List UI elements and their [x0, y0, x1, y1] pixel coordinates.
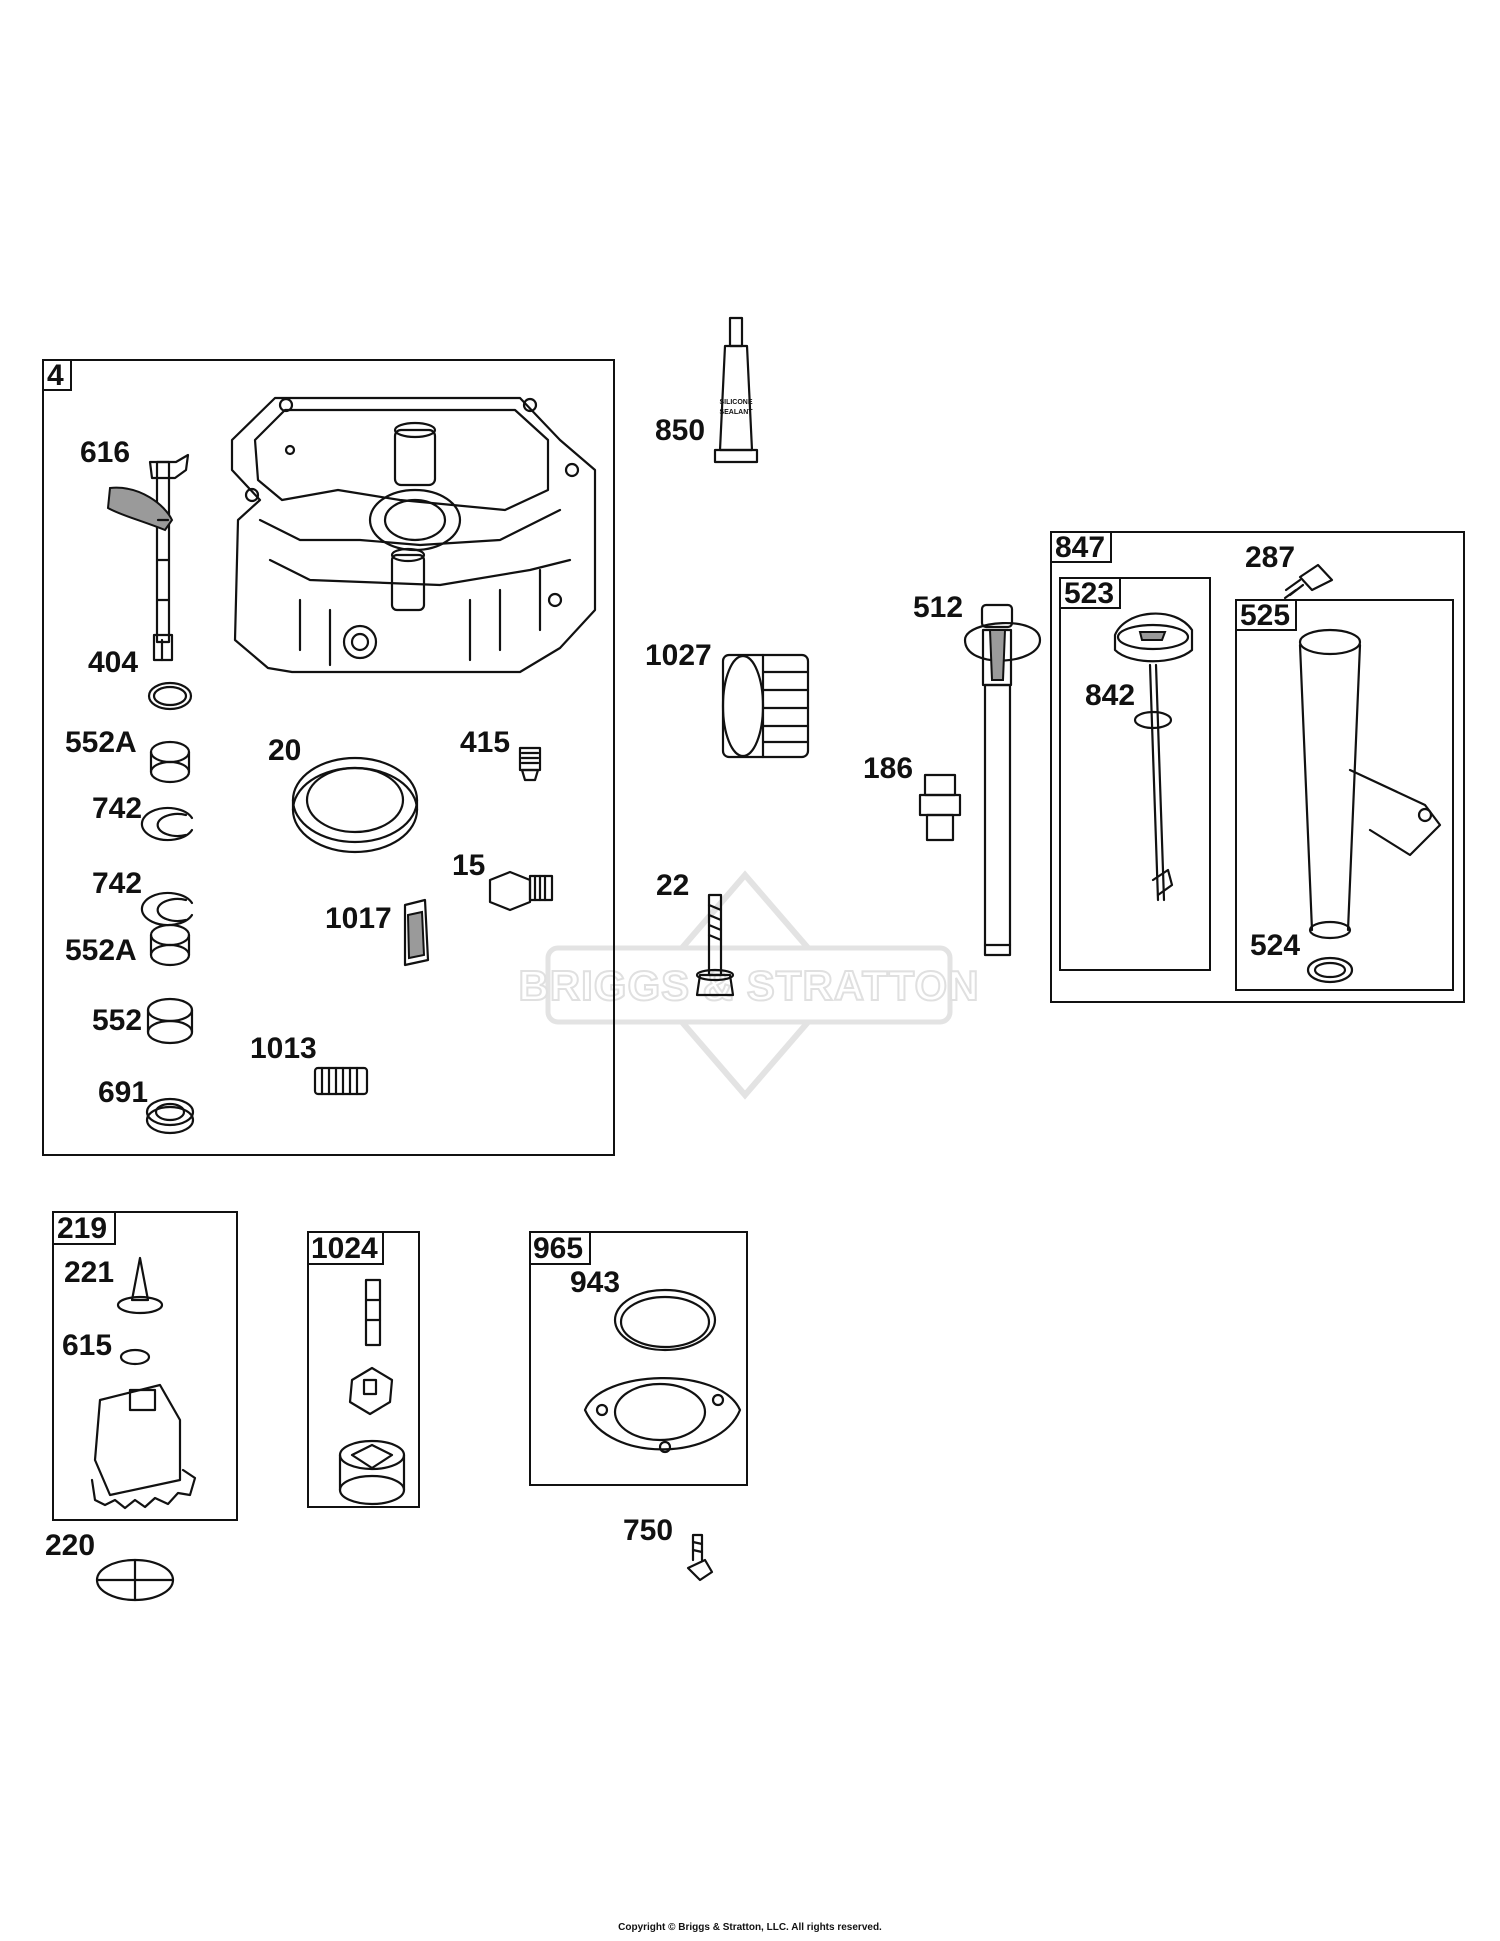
clip-1017	[403, 898, 430, 967]
crankcase-sump-drawing	[230, 396, 597, 674]
assembly-box-523: 523	[1059, 577, 1211, 971]
ring-615	[119, 1348, 151, 1366]
o-ring-943	[613, 1288, 717, 1352]
sealant-label-line1: SILICONE	[719, 399, 752, 406]
label-186: 186	[863, 752, 913, 785]
oil-filter-1027	[721, 653, 810, 759]
fill-tube-524	[1298, 628, 1442, 984]
label-943: 943	[570, 1266, 620, 1299]
label-15: 15	[452, 849, 485, 882]
ring-404	[147, 681, 193, 711]
label-842: 842	[1085, 679, 1135, 712]
inner-rotor	[348, 1366, 394, 1416]
assembly-label-219: 219	[57, 1212, 107, 1245]
screw-287	[1283, 563, 1334, 600]
washer-220	[95, 1558, 175, 1602]
label-512: 512	[913, 591, 963, 624]
label-850: 850	[655, 414, 705, 447]
assembly-label-4: 4	[47, 359, 64, 392]
assembly-label-525: 525	[1240, 599, 1290, 632]
label-750: 750	[623, 1514, 673, 1547]
dipstick-tube-512	[963, 603, 1042, 957]
plug-415	[518, 746, 542, 782]
e-clip-742-2	[140, 891, 194, 927]
assembly-box-525: 525	[1235, 599, 1454, 991]
governor-gear	[90, 1383, 197, 1510]
assembly-box-219: 219	[52, 1211, 238, 1521]
label-742-2: 742	[92, 867, 142, 900]
watermark-text: BRIGGS & STRATTON	[518, 962, 979, 1009]
label-287: 287	[1245, 541, 1295, 574]
bolt-22	[695, 893, 735, 997]
seal-691	[145, 1097, 195, 1135]
pump-cover	[583, 1377, 742, 1454]
label-1027: 1027	[645, 639, 712, 672]
assembly-box-965: 965	[529, 1231, 748, 1486]
oil-seal-20	[291, 756, 419, 854]
bushing-552	[146, 997, 194, 1045]
spring-1013	[313, 1066, 369, 1096]
bushing-552a-1	[149, 740, 191, 784]
label-615: 615	[62, 1329, 112, 1362]
label-220: 220	[45, 1529, 95, 1562]
e-clip-742-1	[140, 806, 194, 842]
label-691: 691	[98, 1076, 148, 1109]
sealant-tube-850: SILICONE SEALANT	[713, 316, 759, 464]
label-524: 524	[1250, 929, 1300, 962]
label-22: 22	[656, 869, 689, 902]
label-1017: 1017	[325, 902, 392, 935]
pin-221	[116, 1256, 164, 1315]
part-labels: 616 404 552A 742 742 552A 552 691 20 415…	[45, 414, 1300, 1562]
label-221: 221	[64, 1256, 114, 1289]
assembly-box-847: 847	[1050, 531, 1465, 1003]
copyright-footer: Copyright © Briggs & Stratton, LLC. All …	[618, 1922, 882, 1933]
adapter-186	[918, 773, 962, 842]
outer-rotor	[338, 1439, 406, 1506]
drain-plug-15	[488, 870, 554, 912]
governor-shaft-616	[106, 453, 190, 662]
label-552a-2: 552A	[65, 934, 137, 967]
bushing-552a-2	[149, 923, 191, 967]
sealant-label-line2: SEALANT	[719, 409, 753, 416]
label-552: 552	[92, 1004, 142, 1037]
label-742-1: 742	[92, 792, 142, 825]
label-1013: 1013	[250, 1032, 317, 1065]
assembly-label-847: 847	[1055, 531, 1105, 564]
label-404: 404	[88, 646, 138, 679]
label-415: 415	[460, 726, 510, 759]
label-20: 20	[268, 734, 301, 767]
label-552a-1: 552A	[65, 726, 137, 759]
assembly-box-4: 4	[42, 359, 615, 1156]
pump-shaft	[364, 1278, 382, 1347]
screw-750	[686, 1533, 714, 1582]
assembly-label-1024: 1024	[311, 1232, 378, 1265]
brand-watermark: BRIGGS & STRATTON	[517, 870, 980, 1100]
assembly-label-965: 965	[533, 1232, 583, 1265]
label-616: 616	[80, 436, 130, 469]
assembly-box-1024: 1024	[307, 1231, 420, 1508]
dipstick-cap-842	[1113, 612, 1194, 902]
assembly-label-523: 523	[1064, 577, 1114, 610]
